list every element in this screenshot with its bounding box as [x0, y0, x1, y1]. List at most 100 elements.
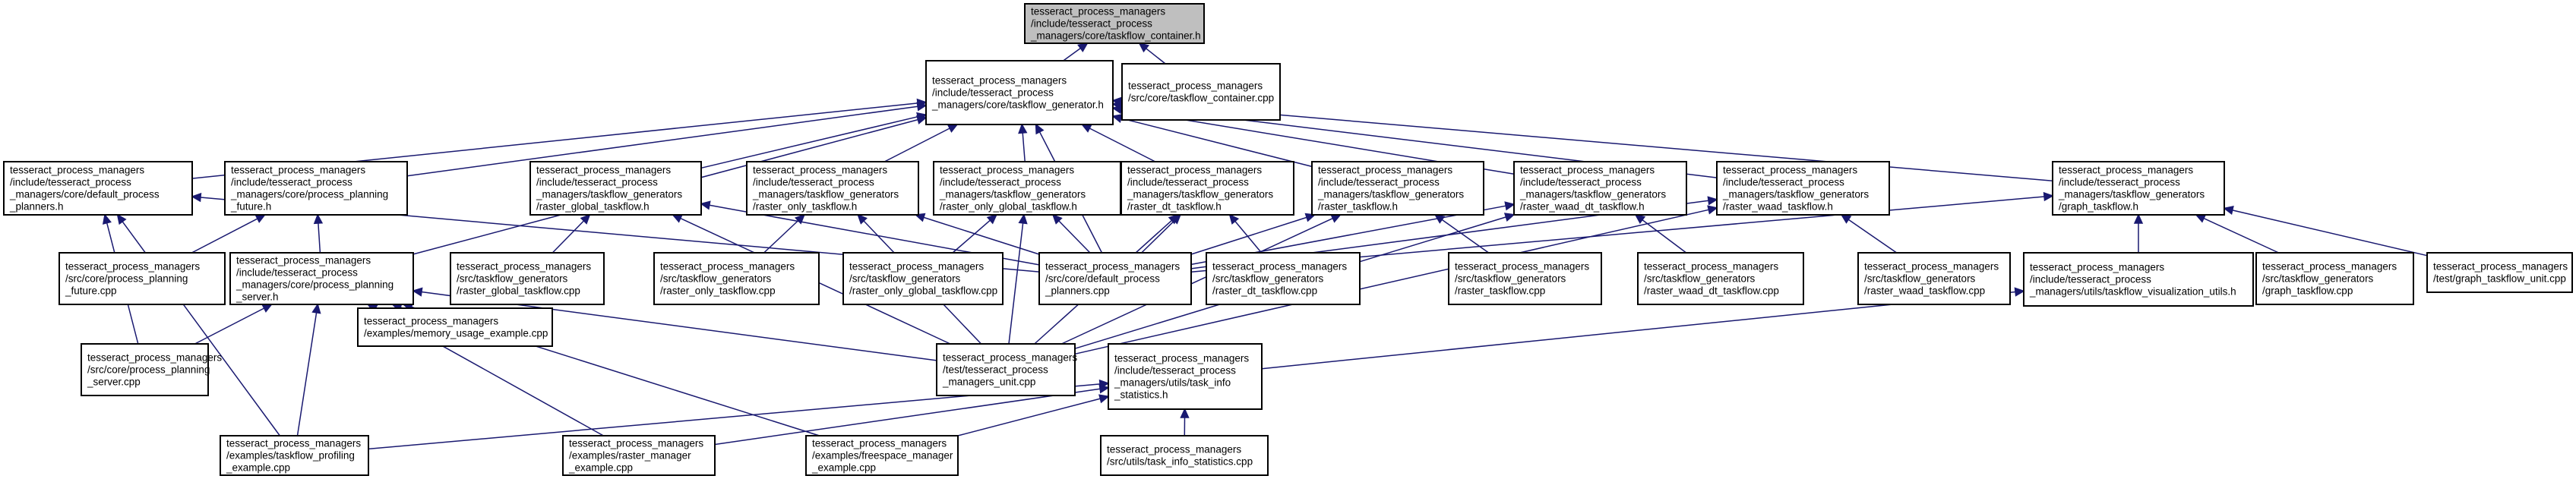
node-box: [2426, 252, 2573, 293]
node-raster-dt-cpp[interactable]: tesseract_process_managers/src/taskflow_…: [1206, 252, 1361, 305]
edge-raster-waad-h-to-raster-waad-cpp: [1840, 213, 1898, 254]
node-label-line: /src/taskflow_generators: [2262, 273, 2374, 285]
node-box: [224, 161, 408, 216]
node-label-line: tesseract_process_managers: [1114, 353, 1249, 364]
node-graph-cpp[interactable]: tesseract_process_managers/src/taskflow_…: [2255, 252, 2414, 305]
node-label-line: tesseract_process_managers: [660, 261, 795, 273]
edge-raster-waad-h-to-managers-unit-cpp: [1074, 205, 1718, 355]
node-label-line: tesseract_process_managers: [1864, 261, 1999, 273]
arrowhead: [672, 214, 683, 223]
arrowhead: [986, 213, 998, 225]
node-raster-h[interactable]: tesseract_process_managers/include/tesse…: [1311, 161, 1484, 216]
edge-generator-h-to-raster-dt-h: [1080, 124, 1156, 162]
edge-line: [2203, 217, 2279, 254]
edge-generator-h-to-raster-global-h: [700, 112, 928, 169]
node-raster-dt-h[interactable]: tesseract_process_managers/include/tesse…: [1120, 161, 1294, 216]
node-box: [3, 161, 193, 216]
edge-line: [1022, 132, 1026, 162]
arrowhead: [1504, 201, 1516, 211]
node-raster-global-cpp[interactable]: tesseract_process_managers/src/taskflow_…: [450, 252, 605, 305]
node-raster-only-h[interactable]: tesseract_process_managers/include/tesse…: [746, 161, 919, 216]
edge-generator-h-to-raster-only-h: [883, 124, 959, 162]
node-box: [842, 252, 1004, 305]
node-task-info-statistics-cpp[interactable]: tesseract_process_managers/src/utils/tas…: [1100, 435, 1269, 476]
node-default-planners-cpp[interactable]: tesseract_process_managers/src/core/defa…: [1038, 252, 1192, 305]
node-raster-only-global-h[interactable]: tesseract_process_managers/include/tesse…: [933, 161, 1121, 216]
node-planning-server-cpp[interactable]: tesseract_process_managers/src/core/proc…: [81, 343, 222, 396]
node-label-line: tesseract_process_managers: [65, 261, 200, 273]
node-box: [529, 161, 702, 216]
node-taskflow-profiling-cpp[interactable]: tesseract_process_managers/examples/task…: [220, 435, 369, 476]
edge-planning-server-h-to-taskflow-profiling-cpp: [296, 303, 321, 436]
node-label-line: /raster_dt_taskflow.h: [1127, 201, 1222, 213]
node-box: [1038, 252, 1192, 305]
node-planning-future-cpp[interactable]: tesseract_process_managers/src/core/proc…: [58, 252, 226, 305]
node-raster-waad-dt-h[interactable]: tesseract_process_managers/include/tesse…: [1513, 161, 1687, 216]
node-raster-only-cpp[interactable]: tesseract_process_managers/src/taskflow_…: [653, 252, 820, 305]
node-container-cpp[interactable]: tesseract_process_managers/src/core/task…: [1121, 63, 1281, 121]
arrowhead: [1018, 123, 1028, 134]
node-box: [357, 307, 553, 347]
edge-planning-future-h-to-planning-server-h: [313, 213, 324, 254]
node-label-line: /include/tesseract_process: [536, 177, 658, 188]
node-container-h: tesseract_process_managers/include/tesse…: [1024, 3, 1205, 44]
edge-line: [1063, 47, 1081, 61]
node-label-line: _managers/utils/taskflow_visualization_u…: [2029, 286, 2236, 298]
node-freespace-manager-cpp[interactable]: tesseract_process_managers/examples/free…: [805, 435, 959, 476]
arrowhead: [116, 213, 127, 225]
node-label-line: /examples/freespace_manager: [812, 450, 953, 462]
node-raster-global-h[interactable]: tesseract_process_managers/include/tesse…: [529, 161, 702, 216]
node-planning-server-h[interactable]: tesseract_process_managers/include/tesse…: [229, 252, 414, 305]
edge-line: [1061, 217, 1333, 345]
node-label-line: _planners.cpp: [1045, 285, 1110, 297]
edge-line: [957, 398, 1101, 436]
node-box: [1513, 161, 1687, 216]
arrowhead: [1228, 213, 1240, 225]
node-task-info-statistics-h[interactable]: tesseract_process_managers/include/tesse…: [1108, 343, 1263, 410]
node-raster-waad-cpp[interactable]: tesseract_process_managers/src/taskflow_…: [1857, 252, 2011, 305]
node-label-line: /test/tesseract_process: [943, 364, 1048, 376]
arrowhead: [2195, 214, 2207, 223]
node-label-line: _example.cpp: [811, 462, 876, 474]
edge-graph-h-to-graph-unit-cpp: [2223, 206, 2428, 257]
node-memory-usage-cpp[interactable]: tesseract_process_managers/examples/memo…: [357, 307, 553, 347]
node-label-line: _planners.h: [9, 201, 64, 213]
edge-raster-only-global-h-to-default-planners-cpp: [1051, 213, 1091, 254]
node-box: [1637, 252, 1804, 305]
edge-container-h-to-container-cpp: [1138, 42, 1166, 65]
node-label-line: /include/tesseract_process: [932, 87, 1054, 99]
node-planning-future-h[interactable]: tesseract_process_managers/include/tesse…: [224, 161, 408, 216]
node-managers-unit-cpp[interactable]: tesseract_process_managers/test/tesserac…: [936, 343, 1077, 396]
edge-generator-h-to-raster-h: [1111, 114, 1313, 168]
node-graph-h[interactable]: tesseract_process_managers/include/tesse…: [2052, 161, 2225, 216]
node-label-line: /include/tesseract_process: [1031, 18, 1152, 30]
node-label-line: _managers/taskflow_generators: [1519, 189, 1666, 200]
node-generator-h[interactable]: tesseract_process_managers/include/tesse…: [925, 60, 1114, 125]
node-label-line: tesseract_process_managers: [1107, 444, 1241, 455]
node-label-line: tesseract_process_managers: [943, 352, 1077, 364]
arrowhead: [1634, 213, 1646, 224]
arrowhead: [2014, 287, 2025, 297]
node-label-line: /raster_waad_dt_taskflow.h: [1520, 201, 1645, 213]
arrowhead: [254, 214, 267, 223]
node-box: [58, 252, 226, 305]
arrowhead: [1707, 196, 1718, 206]
node-visualization-utils-h[interactable]: tesseract_process_managers/include/tesse…: [2023, 252, 2254, 307]
node-label-line: /src/taskflow_generators: [1864, 273, 1976, 285]
edge-line: [296, 312, 318, 436]
node-label-line: /raster_waad_taskflow.h: [1723, 201, 1833, 213]
node-raster-waad-dt-cpp[interactable]: tesseract_process_managers/src/taskflow_…: [1637, 252, 1804, 305]
node-label-line: /raster_only_global_taskflow.h: [940, 201, 1077, 213]
edge-line: [191, 218, 258, 254]
node-raster-only-global-cpp[interactable]: tesseract_process_managers/src/taskflow_…: [842, 252, 1004, 305]
node-graph-unit-cpp[interactable]: tesseract_process_managers/test/graph_ta…: [2426, 252, 2573, 293]
node-label-line: _managers/core/default_process: [9, 189, 160, 200]
node-raster-waad-h[interactable]: tesseract_process_managers/include/tesse…: [1716, 161, 1890, 216]
arrowhead: [916, 102, 928, 112]
arrowhead: [1707, 205, 1718, 215]
node-default-planners-h[interactable]: tesseract_process_managers/include/tesse…: [3, 161, 193, 216]
edge-line: [952, 219, 991, 254]
node-label-line: _server.h: [235, 291, 279, 303]
node-raster-manager-cpp[interactable]: tesseract_process_managers/examples/rast…: [562, 435, 716, 476]
node-raster-cpp[interactable]: tesseract_process_managers/src/taskflow_…: [1448, 252, 1602, 305]
